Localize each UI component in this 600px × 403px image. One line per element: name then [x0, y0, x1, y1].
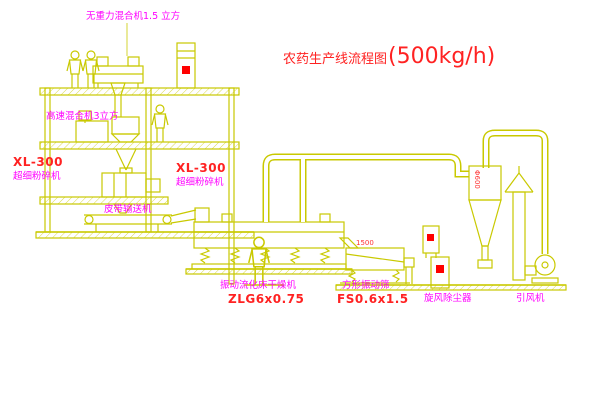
label-belt-conveyor: 皮带输送机 [104, 204, 152, 215]
vibrating-screen-drawing [338, 237, 415, 284]
label-fluid-bed-dryer: 振动流化床干燥机 [220, 280, 297, 291]
label-induced-draft-fan: 引风机 [516, 293, 545, 304]
label-gravity-mixer: 无重力混合机1.5 立方 [86, 11, 181, 22]
label-fluid-bed-dryer-model: ZLG6x0.75 [228, 292, 305, 306]
person-icon [247, 236, 271, 286]
label-vibrating-screen-model: FS0.6x1.5 [337, 292, 409, 306]
diagram-title: 农药生产线流程图 (500kg/h) [283, 44, 495, 69]
title-capacity: (500kg/h) [388, 44, 496, 69]
crusher-drawing [101, 167, 161, 214]
title-text: 农药生产线流程图 [283, 52, 388, 67]
fluid-bed-dryer-drawing [185, 207, 353, 275]
control-cabinets [176, 42, 450, 289]
gravity-mixer-drawing [92, 23, 144, 117]
label-crusher-left-model: XL-300 [13, 155, 63, 169]
label-vibrating-screen: 方形振动筛 [342, 280, 390, 291]
dimension-screen-length: 1500 [356, 239, 374, 247]
stack-and-fan-drawing [244, 166, 567, 291]
person-icon [66, 50, 84, 89]
belt-conveyor-drawing [84, 209, 197, 232]
label-crusher-left-name: 超细粉碎机 [13, 171, 61, 182]
person-icon [151, 104, 169, 143]
label-crusher-center-model: XL-300 [176, 161, 226, 175]
indicator-light [182, 66, 190, 74]
label-crusher-center-name: 超细粉碎机 [176, 177, 224, 188]
label-cyclone: 旋风除尘器 [424, 293, 472, 304]
indicator-light [427, 234, 434, 241]
exhaust-duct-drawing [262, 129, 549, 254]
cyclone-drawing [468, 165, 502, 269]
label-high-speed-mixer: 高速混合机3立方 [46, 111, 119, 122]
indicator-light [436, 265, 444, 273]
worker-figures [66, 50, 271, 286]
high-speed-mixer-drawing [75, 110, 141, 171]
dimension-cyclone-diameter: Φ600 [473, 170, 481, 189]
